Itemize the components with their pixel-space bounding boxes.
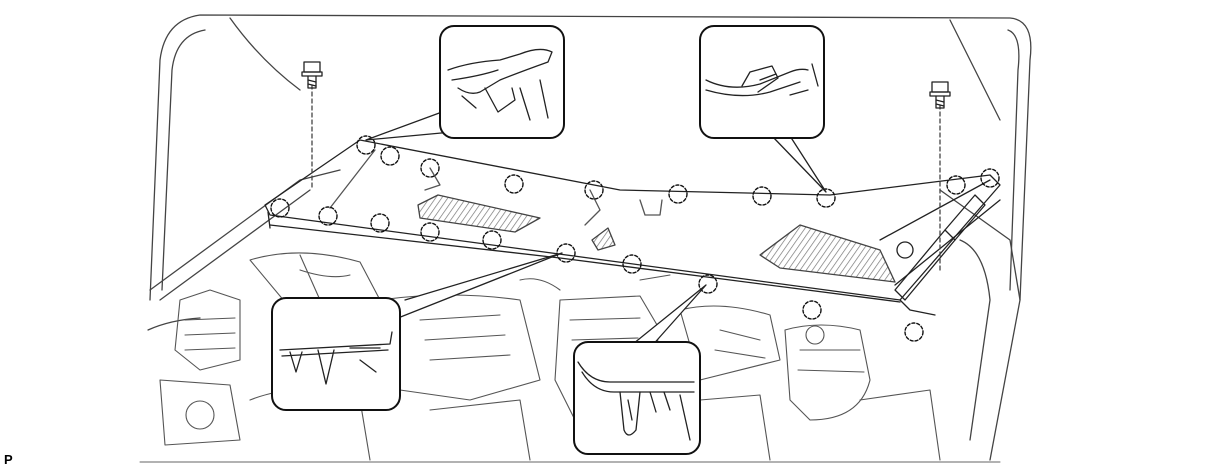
clip-marker bbox=[370, 213, 390, 233]
clip-marker bbox=[668, 184, 688, 204]
cowl-vent-left bbox=[417, 194, 541, 233]
clip-marker bbox=[504, 174, 524, 194]
clip-marker bbox=[698, 274, 718, 294]
right-strut bbox=[894, 194, 986, 301]
clip-marker bbox=[482, 230, 502, 250]
bolt-icon bbox=[929, 81, 951, 109]
clip-marker bbox=[420, 158, 440, 178]
cowl-top-panel bbox=[264, 139, 1001, 316]
callout-pointers bbox=[365, 111, 827, 349]
bolt-leader-lines bbox=[311, 84, 941, 271]
clip-marker bbox=[270, 198, 290, 218]
clip-marker bbox=[802, 300, 822, 320]
callout-top-left bbox=[439, 25, 565, 139]
clip-marker bbox=[816, 188, 836, 208]
clip-marker bbox=[380, 146, 400, 166]
figure-corner-mark: P bbox=[4, 452, 13, 467]
clip-marker bbox=[904, 322, 924, 342]
clip-marker bbox=[980, 168, 1000, 188]
callout-bottom-center bbox=[573, 341, 701, 455]
clip-marker bbox=[584, 180, 604, 200]
clip-marker bbox=[752, 186, 772, 206]
clip-marker bbox=[420, 222, 440, 242]
clip-marker bbox=[556, 243, 576, 263]
bolt-icon bbox=[301, 61, 323, 89]
clip-marker bbox=[356, 135, 376, 155]
left-fender bbox=[147, 169, 341, 331]
callout-bottom-left bbox=[271, 297, 401, 411]
clip-marker bbox=[318, 206, 338, 226]
right-fender bbox=[939, 189, 1021, 461]
clip-markers bbox=[270, 135, 1000, 342]
cowl-vent-center bbox=[591, 227, 616, 251]
cowl-vent-right bbox=[759, 224, 896, 283]
clip-marker bbox=[622, 254, 642, 274]
clip-marker bbox=[946, 175, 966, 195]
callout-top-right bbox=[699, 25, 825, 139]
hood-outline bbox=[149, 14, 1032, 301]
